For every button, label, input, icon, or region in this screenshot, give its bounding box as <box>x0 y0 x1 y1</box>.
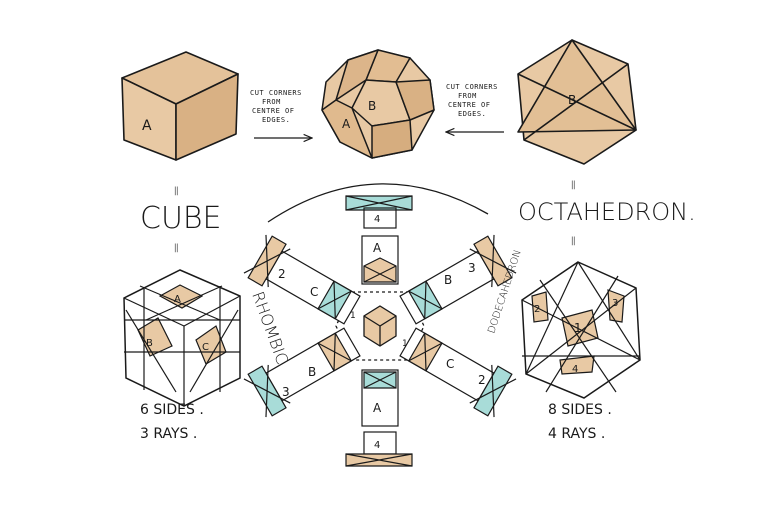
ray-top <box>345 195 413 285</box>
note-left: CUT CORNERS FROM CENTRE OF EDGES. <box>250 89 302 124</box>
ray-upper-right-number: 3 <box>468 261 476 275</box>
cube-rays-face-b: B <box>146 338 153 349</box>
ray-lower-left-letter: B <box>308 365 316 379</box>
octa-face-letter: B <box>568 93 576 107</box>
ray-bottom-letter: A <box>373 401 382 415</box>
octa-rays-face-1: 1 <box>574 321 582 335</box>
rhombic-label: RHOMBIC <box>248 289 292 367</box>
cubocta-face-a: A <box>342 117 351 131</box>
octahedron-title: OCTAHEDRON. <box>518 198 696 226</box>
equals-cube-top: = <box>168 185 184 197</box>
cube-face-letter: A <box>142 118 152 134</box>
note-left-line-2: FROM <box>262 98 281 106</box>
equals-cube-bottom: = <box>168 242 184 254</box>
cube-sides-label: 6 SIDES . <box>140 402 204 418</box>
octa-rays-label: 4 RAYS . <box>548 426 605 442</box>
ray-upper-right <box>399 234 517 325</box>
arc-connector <box>267 183 489 223</box>
equals-octa-top: = <box>565 179 581 191</box>
octa-rays-drawing <box>521 261 641 399</box>
note-left-line-4: EDGES. <box>262 116 290 124</box>
octahedron-drawing <box>517 39 637 165</box>
note-right-line-4: EDGES. <box>458 110 486 118</box>
ray-bottom-number: 4 <box>374 440 380 451</box>
note-left-line-1: CUT CORNERS <box>250 89 302 97</box>
note-right-line-2: FROM <box>458 92 477 100</box>
cube-rays-label: 3 RAYS . <box>140 426 197 442</box>
ray-top-number: 4 <box>374 214 380 225</box>
cube-rays-face-c: C <box>202 342 209 353</box>
center-label-1a: 1 <box>350 311 356 321</box>
ray-upper-left <box>243 234 361 325</box>
ray-lower-left-number: 3 <box>282 385 290 399</box>
ray-upper-left-letter: C <box>310 285 318 299</box>
cuboctahedron-drawing <box>321 49 435 159</box>
cube-rays-drawing <box>123 269 241 407</box>
ray-lower-right-letter: C <box>446 357 454 371</box>
octa-rays-face-2: 2 <box>534 304 540 315</box>
octa-rays-face-4: 4 <box>572 364 578 375</box>
center-label-1b: 1 <box>402 339 408 349</box>
note-right-line-3: CENTRE OF <box>448 101 490 109</box>
cube-rays-face-a: A <box>174 294 181 305</box>
note-right: CUT CORNERS FROM CENTRE OF EDGES. <box>446 83 498 118</box>
ray-bottom <box>345 369 413 467</box>
ray-upper-left-number: 2 <box>278 267 286 281</box>
cube-title: CUBE <box>140 201 222 236</box>
ray-upper-right-letter: B <box>444 273 452 287</box>
cubocta-face-b: B <box>368 99 376 113</box>
ray-lower-left <box>243 327 361 418</box>
equals-octa-bottom: = <box>565 235 581 247</box>
note-left-line-3: CENTRE OF <box>252 107 294 115</box>
octa-rays-face-3: 3 <box>612 298 618 309</box>
cube-drawing <box>121 51 239 161</box>
ray-lower-right <box>399 327 517 418</box>
note-right-line-1: CUT CORNERS <box>446 83 498 91</box>
ray-lower-right-number: 2 <box>478 373 486 387</box>
octa-sides-label: 8 SIDES . <box>548 402 612 418</box>
ray-top-letter: A <box>373 241 382 255</box>
